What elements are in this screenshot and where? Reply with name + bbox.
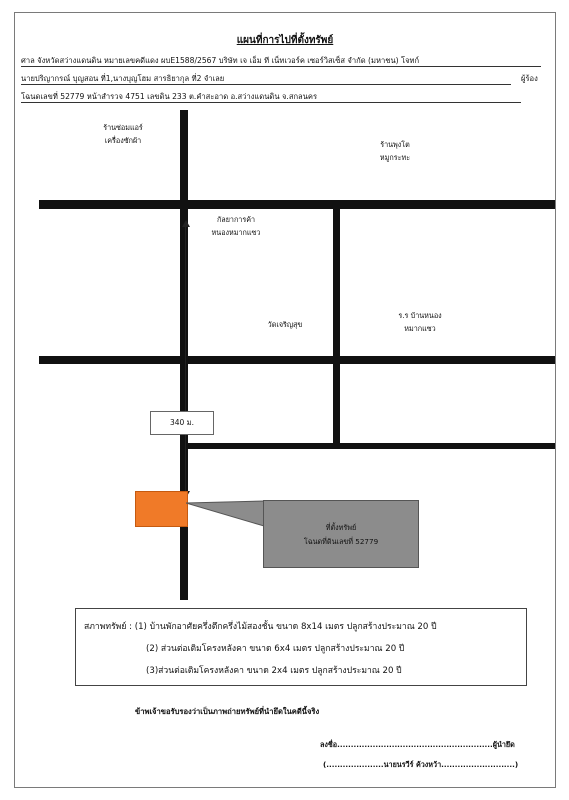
underline (21, 84, 511, 85)
signer-name: (.....................นายนรวีร์ ค้วงหว้า… (323, 760, 519, 769)
property-status-box: สภาพทรัพย์ : (1) บ้านพักอาศัยครึ่งตึกครึ… (75, 608, 527, 686)
road-vertical-right (333, 205, 340, 449)
arrow-up-icon (182, 220, 190, 227)
property-plot-marker (135, 491, 188, 527)
landmark-school: ร.ร บ้านหนอง หมากแซว (398, 311, 442, 333)
underline (21, 102, 521, 103)
page-title: แผนที่การไปที่ตั้งทรัพย์ (236, 35, 334, 46)
landmark-bbq-shop: ร้านพุงโต หมูกระทะ (379, 140, 411, 162)
distance-line (185, 225, 186, 493)
road-horizontal-top (39, 200, 555, 209)
property-callout: ที่ตั้งทรัพย์ โฉนดที่ดินเลขที่ 52779 (263, 500, 419, 568)
petitioner-label: ผู้ร้อง (521, 74, 538, 83)
status-line-2: (2) ส่วนต่อเติมโครงหลังคา ขนาด 6x4 เมตร … (146, 644, 405, 654)
document-page: แผนที่การไปที่ตั้งทรัพย์ ศาล จังหวัดสว่า… (14, 12, 556, 788)
road-horizontal-middle (39, 356, 555, 364)
distance-label: 340 ม. (150, 411, 214, 435)
landmark-aircon-shop: ร้านซ่อมแอร์ เครื่องซักผ้า (103, 123, 143, 145)
road-vertical-main (180, 110, 188, 600)
signature-line: ลงชื่อ..................................… (320, 740, 515, 749)
case-info-line: ศาล จังหวัดสว่างแดนดิน หมายเลขคดีแดง ผบE… (21, 56, 420, 65)
road-horizontal-bottom (187, 443, 555, 449)
certification-text: ข้าพเจ้าขอรับรองว่าเป็นภาพถ่ายทรัพย์ที่น… (135, 707, 320, 716)
underline (21, 66, 541, 67)
deed-info-line: โฉนดเลขที่ 52779 หน้าสำรวจ 4751 เลขดิน 2… (21, 92, 318, 101)
parties-line: นายปริญากรณ์ บุญสอน ที่1,นางบุญโฮม สารธิ… (21, 74, 225, 83)
status-line-1: สภาพทรัพย์ : (1) บ้านพักอาศัยครึ่งตึกครึ… (84, 622, 437, 632)
callout-pointer (186, 500, 265, 527)
status-line-3: (3)ส่วนต่อเติมโครงหลังคา ขนาด 2x4 เมตร ป… (146, 666, 402, 676)
landmark-store: กัลยาการค้า หนองหมากแซว (211, 215, 261, 237)
landmark-temple: วัดเจริญสุข (267, 320, 303, 329)
